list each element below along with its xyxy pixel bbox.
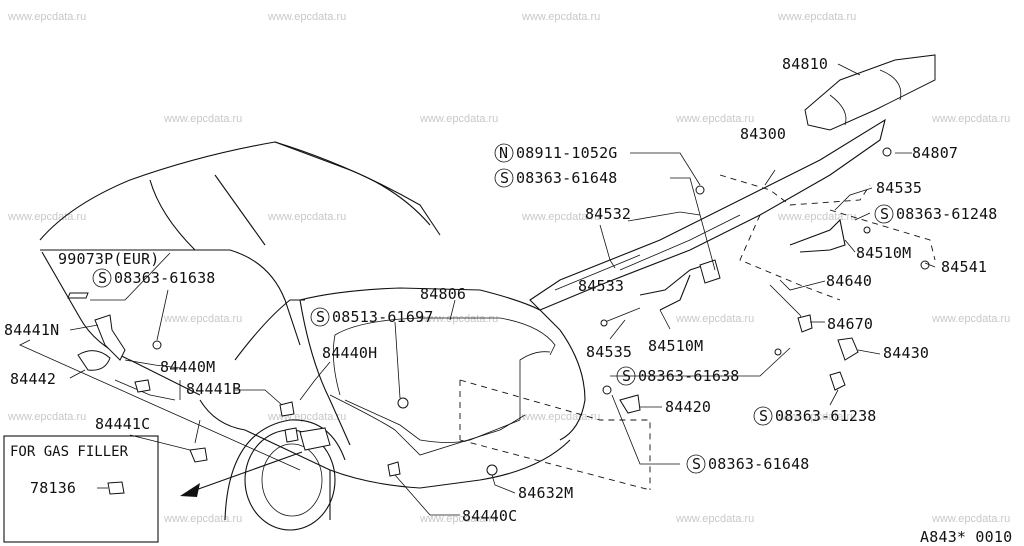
label-84640: 84640 — [826, 272, 872, 290]
left-parts — [67, 292, 498, 477]
watermark: www.epcdata.ru — [7, 211, 86, 223]
s-symbol-icon — [753, 406, 773, 426]
s-symbol-icon — [92, 268, 112, 288]
watermark: www.epcdata.ru — [7, 11, 86, 23]
label-84535: 84535 — [586, 343, 632, 361]
watermark: www.epcdata.ru — [163, 113, 242, 125]
label-84441N: 84441N — [4, 321, 59, 339]
watermark: www.epcdata.ru — [419, 113, 498, 125]
label-84442: 84442 — [10, 370, 56, 388]
label-84440C: 84440C — [462, 507, 517, 525]
label-08363-61638: 08363-61638 — [638, 367, 740, 385]
label-84533: 84533 — [578, 277, 624, 295]
watermark: www.epcdata.ru — [931, 113, 1010, 125]
leader-lines — [19, 63, 936, 516]
gas-filler-arrow — [180, 451, 303, 497]
part-labels: 84810 84300 84807 N 08911-1052G S 08363-… — [4, 55, 1012, 546]
s-symbol-icon — [616, 366, 636, 386]
label-84541: 84541 — [941, 258, 987, 276]
watermark: www.epcdata.ru — [163, 313, 242, 325]
watermark: www.epcdata.ru — [777, 11, 856, 23]
diagram-code: A843* 0010 — [920, 528, 1012, 546]
watermark: www.epcdata.ru — [777, 211, 856, 223]
watermark: www.epcdata.ru — [931, 313, 1010, 325]
watermark: www.epcdata.ru — [777, 411, 856, 423]
label-84807: 84807 — [912, 144, 958, 162]
label-84441C: 84441C — [95, 415, 150, 433]
watermark: www.epcdata.ru — [419, 513, 498, 525]
car-body-outline — [39, 141, 651, 531]
watermark: www.epcdata.ru — [7, 411, 86, 423]
label-84441B: 84441B — [186, 380, 241, 398]
label-84510M: 84510M — [648, 337, 703, 355]
label-08363-61248: 08363-61248 — [896, 205, 998, 223]
watermarks: www.epcdata.ru www.epcdata.ru www.epcdat… — [7, 11, 1010, 525]
s-symbol-letter: S — [98, 269, 107, 287]
spoiler-part-84810 — [804, 54, 936, 131]
watermark: www.epcdata.ru — [931, 513, 1010, 525]
label-84420: 84420 — [665, 398, 711, 416]
s-symbol-letter: S — [692, 455, 701, 473]
watermark: www.epcdata.ru — [675, 513, 754, 525]
latch-84440 — [299, 427, 331, 451]
trunk-lid-assembly — [529, 54, 936, 414]
gas-filler-title: FOR GAS FILLER — [10, 444, 129, 460]
watermark: www.epcdata.ru — [267, 11, 346, 23]
label-78136: 78136 — [30, 479, 76, 497]
label-08363-61648: 08363-61648 — [516, 169, 618, 187]
label-84510M: 84510M — [856, 244, 911, 262]
label-84535: 84535 — [876, 179, 922, 197]
label-08911-1052G: 08911-1052G — [516, 144, 618, 162]
s-symbol-letter: S — [316, 308, 325, 326]
s-symbol-icon — [686, 454, 706, 474]
watermark: www.epcdata.ru — [163, 513, 242, 525]
bracket-84441N — [94, 314, 126, 361]
label-84810: 84810 — [782, 55, 828, 73]
watermark: www.epcdata.ru — [267, 211, 346, 223]
label-84440M: 84440M — [160, 358, 215, 376]
label-84300: 84300 — [740, 125, 786, 143]
s-symbol-letter: S — [759, 407, 768, 425]
watermark: www.epcdata.ru — [675, 313, 754, 325]
label-99073P-EUR: 99073P(EUR) — [58, 250, 160, 268]
label-08363-61648: 08363-61648 — [708, 455, 810, 473]
s-symbol-icon — [874, 204, 894, 224]
s-symbol-letter: S — [622, 367, 631, 385]
watermark: www.epcdata.ru — [521, 211, 600, 223]
label-84532: 84532 — [585, 205, 631, 223]
label-08363-61638: 08363-61638 — [114, 269, 216, 287]
s-symbol-icon — [494, 168, 514, 188]
label-84806: 84806 — [420, 285, 466, 303]
watermark: www.epcdata.ru — [419, 313, 498, 325]
label-84430: 84430 — [883, 344, 929, 362]
s-symbol-letter: S — [500, 169, 509, 187]
label-08363-61238: 08363-61238 — [775, 407, 877, 425]
s-symbol-icon — [310, 307, 330, 327]
gas-filler-box: FOR GAS FILLER — [3, 435, 159, 543]
label-84632M: 84632M — [518, 484, 573, 502]
label-08513-61697: 08513-61697 — [332, 308, 434, 326]
n-symbol-icon — [494, 143, 514, 163]
bracket-84442 — [77, 350, 111, 371]
watermark: www.epcdata.ru — [675, 113, 754, 125]
s-symbol-letter: S — [880, 205, 889, 223]
label-84440H: 84440H — [322, 344, 377, 362]
label-84670: 84670 — [827, 315, 873, 333]
n-symbol-letter: N — [499, 144, 508, 162]
watermark: www.epcdata.ru — [521, 11, 600, 23]
